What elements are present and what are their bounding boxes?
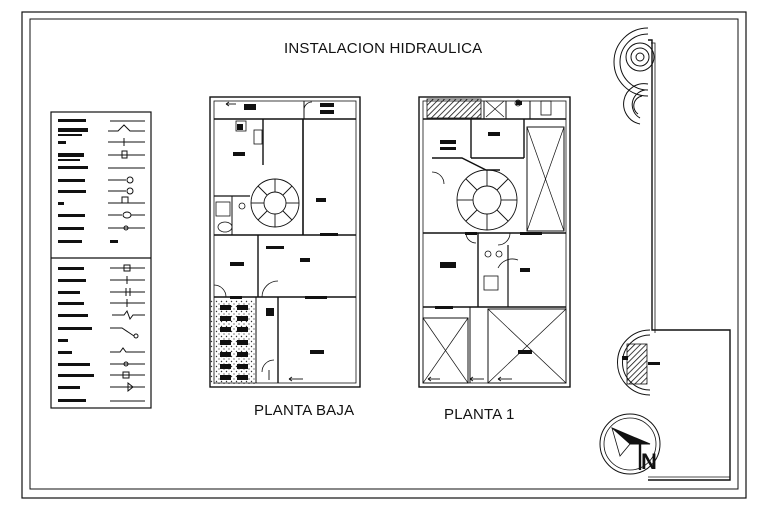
- spiral-stair-pb: [250, 178, 300, 228]
- site-outline: [613, 27, 731, 481]
- flow-arrows-p1: [427, 376, 512, 382]
- legend-rows-top: [108, 120, 145, 231]
- flow-arrows: [225, 101, 303, 382]
- north-letter: N: [641, 449, 658, 474]
- north-arrow: [599, 413, 661, 475]
- legend-rows-bottom: [110, 264, 145, 402]
- spiral-stair-p1: [456, 169, 518, 231]
- room-label-bars: [230, 103, 338, 354]
- floor-plan-planta-1: [418, 96, 571, 388]
- drawing-title: INSTALACION HIDRAULICA: [284, 40, 483, 57]
- legend-text-bars: [58, 119, 118, 402]
- room-label-bars-p1: [435, 101, 542, 354]
- tree-marker-top: [613, 27, 655, 125]
- plan-label-planta-1: PLANTA 1: [444, 406, 515, 423]
- symbol-legend: [50, 111, 152, 409]
- sheet-border: [21, 11, 747, 499]
- plan-label-planta-baja: PLANTA BAJA: [254, 402, 355, 419]
- floor-plan-planta-baja: [209, 96, 361, 388]
- garden-marks: [220, 305, 248, 380]
- tree-marker-mid: [617, 329, 660, 396]
